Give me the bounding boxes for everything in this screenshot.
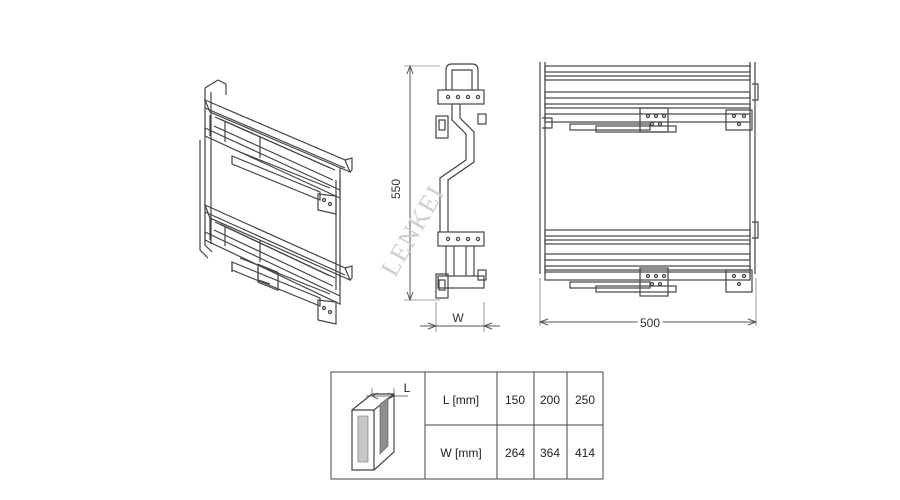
size-table: [330, 371, 604, 480]
cell-length-150: 150: [505, 393, 525, 407]
perspective-view: [199, 79, 353, 325]
depth-dimension-label: 500: [640, 316, 660, 330]
watermark: LENKEI: [375, 180, 450, 281]
cell-width-364: 364: [540, 446, 560, 460]
row-label-width: W [mm]: [440, 446, 481, 460]
cell-length-200: 200: [540, 393, 560, 407]
width-dimension: [420, 302, 500, 332]
height-dimension-label: 550: [389, 179, 403, 199]
cell-width-414: 414: [575, 446, 595, 460]
front-view: [539, 62, 759, 297]
cabinet-width-icon: [351, 388, 408, 471]
row-label-length: L [mm]: [443, 393, 479, 407]
cell-length-250: 250: [575, 393, 595, 407]
height-dimension: [404, 64, 440, 302]
cabinet-width-label: L: [404, 381, 411, 395]
width-dimension-label: W: [452, 311, 464, 325]
depth-dimension: [538, 278, 758, 326]
cell-width-264: 264: [505, 446, 525, 460]
side-view: [435, 63, 487, 299]
